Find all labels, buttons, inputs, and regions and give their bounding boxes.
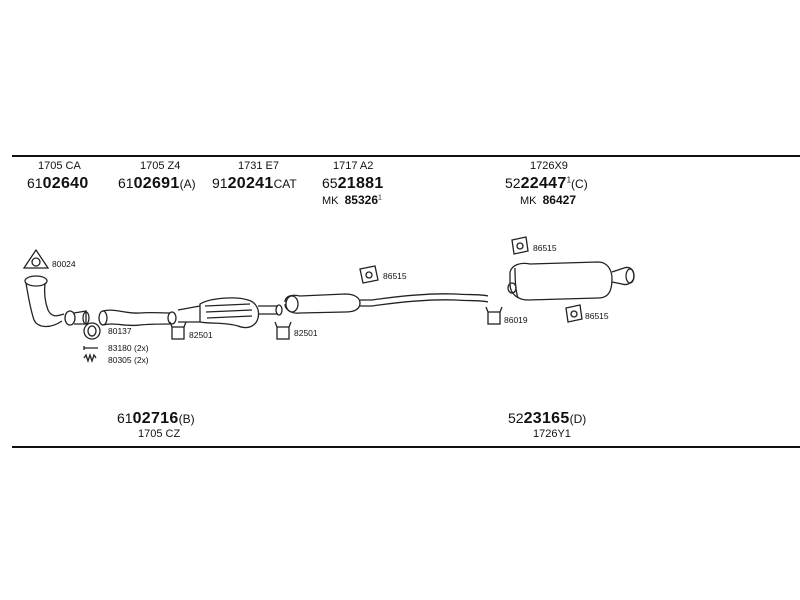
intermediate-pipe-icon bbox=[98, 309, 177, 327]
ref-code: 1731 E7 bbox=[238, 160, 279, 172]
ref-code: 1705 Z4 bbox=[140, 160, 181, 172]
ref-code: 1726Y1 bbox=[533, 428, 571, 440]
clamp-icon bbox=[485, 306, 503, 325]
rubber-hanger-icon bbox=[565, 304, 583, 323]
ref-code: 1726X9 bbox=[530, 160, 568, 172]
part-label: 86515 bbox=[383, 271, 407, 281]
clamp-icon bbox=[169, 321, 187, 340]
ring-gasket-icon bbox=[83, 322, 101, 340]
part-label: 80305 (2x) bbox=[108, 355, 149, 365]
clamp-icon bbox=[274, 321, 292, 340]
part-label: 86515 bbox=[585, 311, 609, 321]
ref-code: 1717 A2 bbox=[333, 160, 374, 172]
middle-silencer-icon bbox=[284, 293, 489, 314]
rear-silencer-icon bbox=[507, 261, 635, 301]
ref-code: 1705 CA bbox=[38, 160, 81, 172]
front-pipe-icon bbox=[24, 275, 90, 328]
rubber-hanger-icon bbox=[359, 265, 379, 284]
part-label: 83180 (2x) bbox=[108, 343, 149, 353]
catalytic-converter-icon bbox=[177, 297, 283, 329]
top-rule bbox=[12, 155, 800, 157]
part-label: 80024 bbox=[52, 259, 76, 269]
part-label: 80137 bbox=[108, 326, 132, 336]
ref-code: 1705 CZ bbox=[138, 428, 181, 440]
part-label: 86019 bbox=[504, 315, 528, 325]
part-number: 6102640 bbox=[27, 175, 89, 192]
rubber-hanger-icon bbox=[511, 236, 529, 255]
bolt-icon bbox=[83, 346, 98, 350]
part-label: 86515 bbox=[533, 243, 557, 253]
part-number: 5223165(D) bbox=[508, 410, 587, 427]
part-number: 52224471(C) bbox=[505, 175, 588, 192]
part-number: 9120241CAT bbox=[212, 175, 297, 192]
part-number: 6102691(A) bbox=[118, 175, 196, 192]
part-label: 82501 bbox=[189, 330, 213, 340]
spring-icon bbox=[83, 352, 97, 364]
part-label: 82501 bbox=[294, 328, 318, 338]
gasket-icon bbox=[22, 248, 50, 269]
part-number: 6521881 bbox=[322, 175, 384, 192]
bottom-rule bbox=[12, 446, 800, 448]
mk-number: MK 86427 bbox=[520, 193, 576, 207]
mk-number: MK 853261 bbox=[322, 193, 382, 207]
part-number: 6102716(B) bbox=[117, 410, 195, 427]
